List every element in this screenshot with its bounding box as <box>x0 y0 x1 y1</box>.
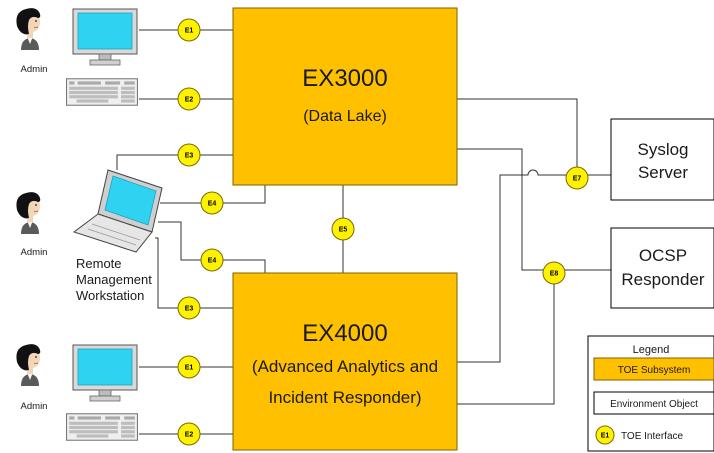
interface-badge-e3-top: E3 <box>178 144 200 166</box>
admin-top-keyboard-icon <box>67 79 138 105</box>
interface-badge-label: E8 <box>550 271 559 278</box>
interface-badge-label: E2 <box>185 97 194 104</box>
workstation-laptop-icon <box>74 170 162 252</box>
workstation-label: Remote Management Workstation <box>76 256 152 303</box>
interface-badge-e2-bottom: E2 <box>178 423 200 445</box>
interface-badge-e3-bottom: E3 <box>178 297 200 319</box>
interface-badge-label: E1 <box>185 365 194 372</box>
interface-badge-label: E4 <box>208 201 217 208</box>
ex4000-title: EX4000 <box>302 320 387 347</box>
legend-toe-subsystem-label: TOE Subsystem <box>618 365 691 376</box>
interface-badge-label: E7 <box>573 176 582 183</box>
ex4000-subtitle-line1: (Advanced Analytics and <box>252 357 438 376</box>
ocsp-responder-line2: Responder <box>621 270 705 289</box>
syslog-server-box: Syslog Server <box>611 119 714 200</box>
admin-bottom-person-icon <box>16 344 40 386</box>
workstation-label-line1: Remote <box>76 256 122 271</box>
legend-environment-object-label: Environment Object <box>610 399 698 410</box>
ex3000-title: EX3000 <box>302 65 387 92</box>
admin-bottom-keyboard-icon <box>67 414 138 440</box>
ex4000-box: EX4000 (Advanced Analytics and Incident … <box>233 273 457 450</box>
ex4000-subtitle-line2: Incident Responder) <box>268 388 421 407</box>
interface-badge-e4-bottom: E4 <box>201 249 223 271</box>
legend-environment-object: Environment Object <box>594 392 714 414</box>
interface-badge-e8: E8 <box>543 262 565 284</box>
admin-middle-person-icon <box>16 192 40 234</box>
interface-badge-label: E3 <box>185 306 194 313</box>
interface-badge-e2-top: E2 <box>178 88 200 110</box>
legend-toe-subsystem: TOE Subsystem <box>594 358 714 380</box>
interface-badge-e1-top: E1 <box>178 19 200 41</box>
legend-title: Legend <box>633 344 670 356</box>
interface-badge-e5: E5 <box>332 218 354 240</box>
workstation-label-line2: Management <box>76 272 152 287</box>
interface-badge-e7: E7 <box>566 167 588 189</box>
ex3000-box: EX3000 (Data Lake) <box>233 8 457 185</box>
legend-toe-interface-label: TOE Interface <box>621 431 684 442</box>
admin-bottom-label: Admin <box>21 401 48 412</box>
interface-badge-e4-top: E4 <box>201 192 223 214</box>
interface-badge-e1-bottom: E1 <box>178 356 200 378</box>
interface-badge-label: E5 <box>339 227 348 234</box>
interface-badge-label: E3 <box>185 153 194 160</box>
workstation-label-line3: Workstation <box>76 288 144 303</box>
legend-toe-interface-badge: E1 <box>601 433 610 440</box>
interface-badge-label: E4 <box>208 258 217 265</box>
syslog-server-line1: Syslog <box>637 140 688 159</box>
interface-badge-label: E2 <box>185 432 194 439</box>
syslog-server-line2: Server <box>638 163 688 182</box>
admin-top-label: Admin <box>21 64 48 75</box>
admin-top-monitor-icon <box>73 9 137 65</box>
admin-middle-label: Admin <box>21 247 48 258</box>
admin-top-person-icon <box>16 8 40 50</box>
ex3000-subtitle: (Data Lake) <box>303 108 387 125</box>
ocsp-responder-box: OCSP Responder <box>611 228 714 308</box>
admin-bottom-monitor-icon <box>73 345 137 401</box>
interface-badge-label: E1 <box>185 28 194 35</box>
legend: Legend TOE Subsystem Environment Object … <box>588 336 714 451</box>
ocsp-responder-line1: OCSP <box>639 246 687 265</box>
